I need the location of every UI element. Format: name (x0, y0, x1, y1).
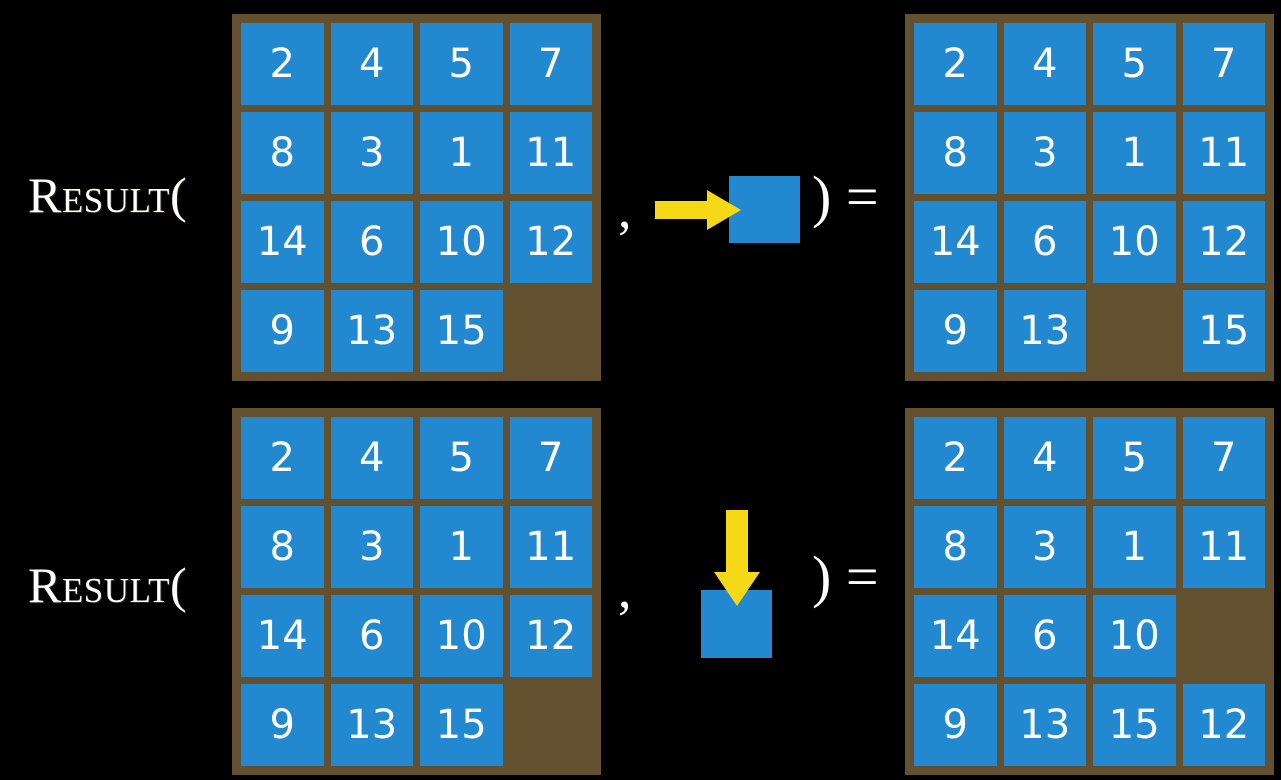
tile: 9 (914, 290, 997, 372)
equation-row-move-down: Result( 2 4 5 7 8 3 1 11 14 6 10 12 9 13… (0, 390, 1281, 780)
tile: 10 (1093, 201, 1176, 283)
output-board-bottom-grid: 2 4 5 7 8 3 1 11 14 6 10 9 13 15 12 (914, 417, 1265, 766)
blank-tile (510, 290, 593, 372)
arrow-down-icon (714, 510, 760, 606)
tile: 4 (1003, 417, 1086, 499)
tile: 12 (1182, 684, 1265, 766)
arrow-right-icon (655, 190, 741, 230)
tile: 5 (1093, 23, 1176, 105)
tile: 5 (1093, 417, 1176, 499)
tile: 15 (420, 290, 503, 372)
blank-tile (1183, 595, 1266, 677)
tile: 3 (330, 506, 413, 588)
tile: 6 (1003, 595, 1086, 677)
tile: 14 (241, 201, 324, 283)
tile: 7 (509, 23, 592, 105)
tile: 6 (1003, 201, 1086, 283)
equation-row-move-right: Result( 2 4 5 7 8 3 1 11 14 6 10 12 9 13… (28, 14, 1274, 381)
argument-separator-comma-top: , (618, 179, 632, 239)
blank-tile (510, 684, 593, 766)
tile: 13 (330, 290, 413, 372)
tile: 7 (1182, 417, 1265, 499)
tile: 10 (420, 201, 503, 283)
tile: 11 (1182, 506, 1265, 588)
output-board-top-grid: 2 4 5 7 8 3 1 11 14 6 10 12 9 13 15 (914, 23, 1265, 372)
tile: 8 (241, 506, 324, 588)
tile: 8 (914, 506, 997, 588)
tile: 12 (509, 595, 592, 677)
tile: 6 (330, 201, 413, 283)
tile: 12 (1182, 201, 1265, 283)
tile: 14 (914, 201, 997, 283)
tile: 2 (914, 23, 997, 105)
tile: 1 (420, 112, 503, 194)
input-board-top: 2 4 5 7 8 3 1 11 14 6 10 12 9 13 15 (232, 14, 601, 381)
tile: 15 (1093, 684, 1176, 766)
blank-tile (1093, 290, 1176, 372)
argument-separator-comma-bottom: , (618, 559, 632, 619)
tile: 9 (241, 684, 324, 766)
result-function-label-bottom: Result( (28, 557, 188, 613)
tile: 10 (1093, 595, 1176, 677)
tile: 4 (330, 417, 413, 499)
tile: 9 (914, 684, 997, 766)
tile: 3 (1003, 112, 1086, 194)
tile: 7 (509, 417, 592, 499)
output-board-top: 2 4 5 7 8 3 1 11 14 6 10 12 9 13 15 (905, 14, 1274, 381)
tile: 3 (330, 112, 413, 194)
tile: 1 (1093, 506, 1176, 588)
close-paren-equals-top: ) = (812, 164, 879, 229)
tile: 10 (420, 595, 503, 677)
input-board-bottom-grid: 2 4 5 7 8 3 1 11 14 6 10 12 9 13 15 (241, 417, 592, 766)
tile: 8 (241, 112, 324, 194)
tile: 6 (330, 595, 413, 677)
tile: 13 (1003, 290, 1086, 372)
input-board-top-grid: 2 4 5 7 8 3 1 11 14 6 10 12 9 13 15 (241, 23, 592, 372)
tile: 2 (914, 417, 997, 499)
tile: 15 (1182, 290, 1265, 372)
tile: 11 (509, 506, 592, 588)
input-board-bottom: 2 4 5 7 8 3 1 11 14 6 10 12 9 13 15 (232, 408, 601, 775)
action-move-down (696, 510, 806, 660)
tile: 15 (420, 684, 503, 766)
tile: 5 (420, 23, 503, 105)
tile: 1 (420, 506, 503, 588)
tile: 4 (330, 23, 413, 105)
tile: 7 (1182, 23, 1265, 105)
tile: 13 (330, 684, 413, 766)
tile: 2 (241, 417, 324, 499)
tile: 5 (420, 417, 503, 499)
tile: 3 (1003, 506, 1086, 588)
tile: 8 (914, 112, 997, 194)
tile: 13 (1003, 684, 1086, 766)
result-function-label-top: Result( (28, 167, 188, 223)
close-paren-equals-bottom: ) = (812, 544, 879, 609)
tile: 2 (241, 23, 324, 105)
tile: 12 (509, 201, 592, 283)
tile: 14 (241, 595, 324, 677)
tile: 4 (1003, 23, 1086, 105)
action-move-right (655, 160, 805, 260)
tile: 1 (1093, 112, 1176, 194)
tile: 11 (509, 112, 592, 194)
tile: 11 (1182, 112, 1265, 194)
output-board-bottom: 2 4 5 7 8 3 1 11 14 6 10 9 13 15 12 (905, 408, 1274, 775)
tile: 14 (914, 595, 997, 677)
tile: 9 (241, 290, 324, 372)
blank-tile-marker (729, 176, 800, 243)
